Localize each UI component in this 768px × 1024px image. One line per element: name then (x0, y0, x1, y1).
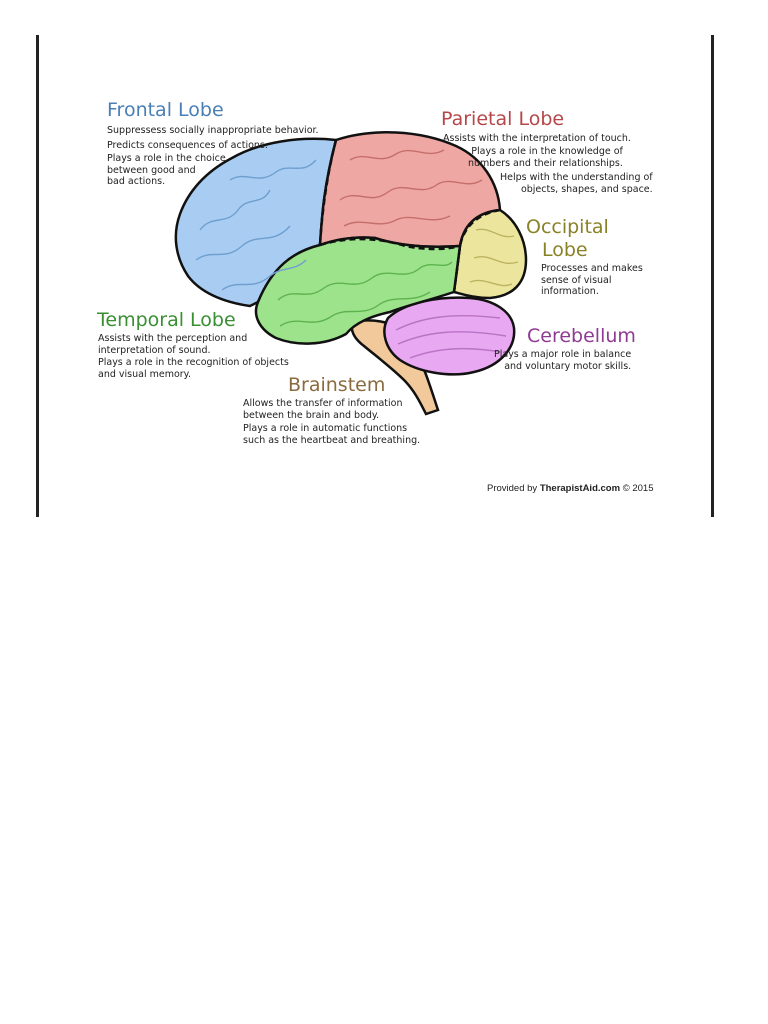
brainstem-desc-2: Plays a role in automatic functions such… (243, 423, 421, 446)
provider-prefix: Provided by (487, 483, 540, 494)
provider-year: © 2015 (620, 483, 654, 494)
occipital-lobe-title-line1: Occipital (526, 216, 609, 238)
right-border-line (711, 35, 714, 517)
provider-brand: TherapistAid.com (539, 483, 621, 494)
temporal-lobe-desc-2: Plays a role in the recognition of objec… (98, 357, 289, 380)
parietal-lobe-title: Parietal Lobe (441, 108, 565, 130)
cerebellum-title: Cerebellum (527, 325, 636, 347)
frontal-parietal-boundary (318, 139, 338, 246)
occipital-lobe-title-line2: Lobe (542, 239, 588, 261)
parietal-temporal-boundary (319, 237, 461, 251)
temporal-lobe-desc-1: Assists with the perception and interpre… (98, 333, 248, 356)
temporal-lobe-title: Temporal Lobe (97, 309, 236, 331)
parietal-lobe-desc-2: Plays a role in the knowledge of numbers… (468, 146, 623, 169)
provider-credit: Provided by TherapistAid.com © 2015 (487, 483, 653, 494)
brainstem-desc-1: Allows the transfer of information betwe… (243, 398, 403, 421)
parietal-occipital-boundary (452, 208, 501, 293)
frontal-lobe-desc-1: Suppressess socially inappropriate behav… (107, 125, 319, 136)
brainstem-title: Brainstem (288, 374, 386, 396)
frontal-lobe-title: Frontal Lobe (107, 99, 224, 121)
frontal-lobe-desc-3: Plays a role in the choice between good … (107, 153, 226, 187)
occipital-lobe-desc: Processes and makes sense of visual info… (541, 263, 643, 297)
cerebellum-desc: Plays a major role in balance and volunt… (494, 349, 632, 372)
parietal-lobe-desc-3: Helps with the understanding of objects,… (500, 172, 653, 195)
brain-folds (195, 149, 519, 359)
left-border-line (36, 35, 39, 517)
parietal-lobe-desc-1: Assists with the interpretation of touch… (443, 133, 631, 144)
frontal-lobe-desc-2: Predicts consequences of actions. (107, 140, 268, 151)
